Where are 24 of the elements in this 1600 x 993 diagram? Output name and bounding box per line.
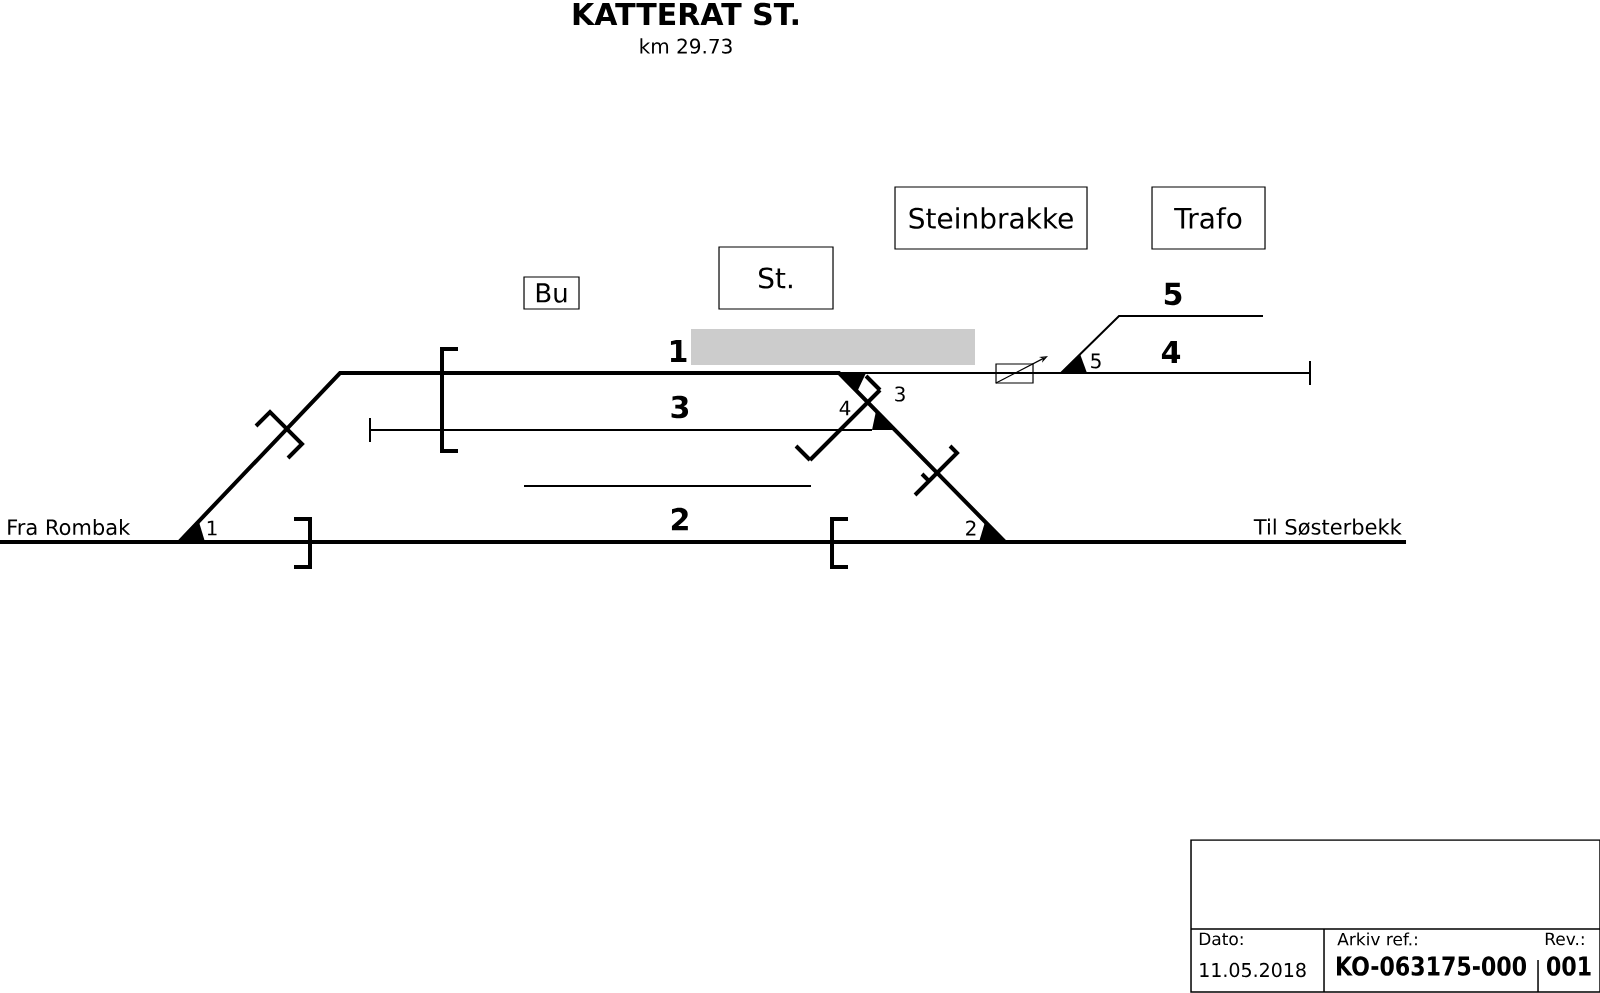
building-box: Bu [523, 276, 580, 310]
archive-number: KO-063175-000 [1337, 956, 1526, 976]
date-value: 11.05.2018 [1200, 962, 1306, 978]
direction-label: Fra Rombak [8, 518, 131, 536]
revision-number: 001 [1547, 956, 1591, 976]
title: KATTERAT ST. [573, 2, 798, 26]
switch-number: 3 [895, 386, 905, 402]
field-label: Dato: [1199, 932, 1243, 946]
track-number: 2 [671, 507, 688, 531]
field-label: Rev.: [1545, 932, 1584, 946]
track-number: 4 [1161, 341, 1181, 363]
km-label: km 29.73 [640, 38, 732, 54]
building-box: Trafo [1151, 186, 1266, 250]
track-number: 3 [671, 395, 689, 419]
switch-number: 1 [207, 520, 217, 536]
switch-number: 4 [839, 400, 851, 416]
building-box: St. [718, 246, 834, 310]
switch-number: 2 [966, 520, 976, 536]
switch-number: 5 [1091, 353, 1101, 369]
direction-label: Til Søsterbekk [1253, 518, 1402, 536]
track-number: 5 [1164, 282, 1182, 306]
field-label: Arkiv ref.: [1337, 932, 1417, 946]
track-number: 1 [670, 340, 687, 362]
building-box: Steinbrakke [894, 186, 1088, 250]
